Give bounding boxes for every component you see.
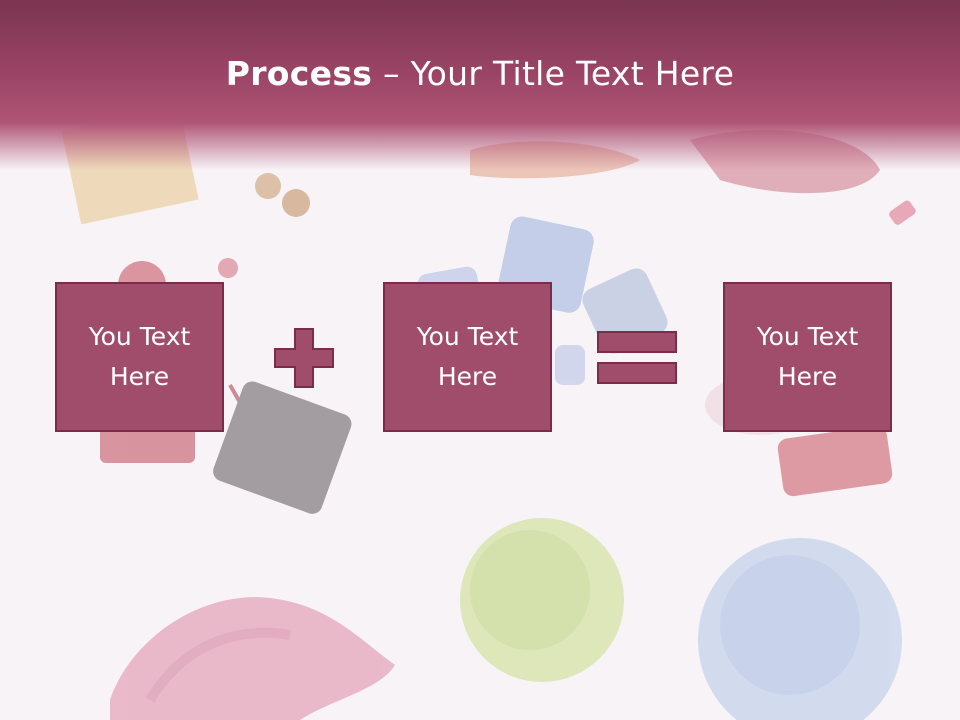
text-box-1[interactable]: You Text Here [55,282,224,432]
lipstick-tip-image [889,200,916,225]
text-box-2-line1: You Text [416,322,519,351]
text-box-3-line1: You Text [756,322,859,351]
text-box-1-label: You Text Here [80,317,200,397]
equals-icon [597,331,677,384]
pearl-beads-image [255,173,310,217]
text-box-2-line2: Here [437,362,498,391]
text-box-1-line2: Here [109,362,170,391]
green-eyeshadow-image [460,518,624,682]
text-box-3-label: You Text Here [748,317,868,397]
lipstick-smear-image [110,597,395,720]
text-box-2[interactable]: You Text Here [383,282,552,432]
plus-icon [274,328,334,388]
title-rest-text: – Your Title Text Here [372,54,735,93]
title-bold-text: Process [225,54,373,93]
title-bar [0,0,960,170]
blue-eyeshadow-image [698,538,902,720]
text-box-2-label: You Text Here [408,317,528,397]
slide-title: Process – Your Title Text Here [0,50,960,98]
text-box-3-line2: Here [777,362,838,391]
text-box-1-line1: You Text [88,322,191,351]
text-box-3[interactable]: You Text Here [723,282,892,432]
